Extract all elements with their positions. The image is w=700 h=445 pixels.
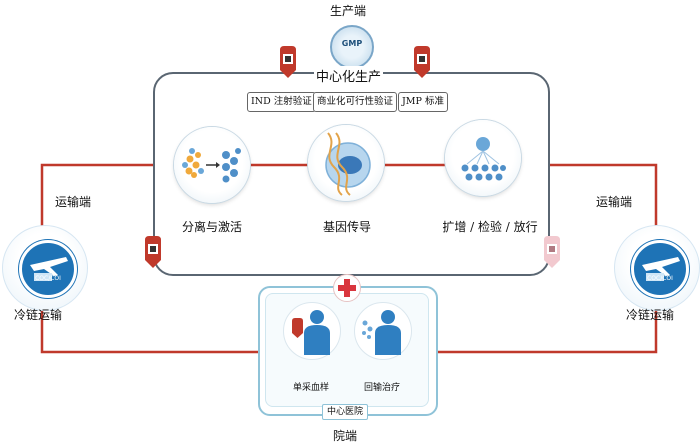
blood-bag-icon	[544, 236, 560, 268]
patient-icon	[292, 310, 330, 355]
coc-coi-text: COC/COI	[35, 275, 61, 282]
gmp-logo: GMP	[330, 25, 374, 69]
apheresis-circle	[283, 302, 341, 360]
flow-line-right-bottom	[434, 300, 658, 354]
blood-bag-icon	[145, 236, 161, 268]
cell-expansion-icon	[461, 137, 506, 181]
coc-coi-text: COC/COI	[647, 275, 673, 282]
stage-separation-activation: 分离与激活	[181, 220, 243, 234]
step-apheresis: 单采血样	[292, 383, 330, 393]
step-reinfusion: 回输治疗	[363, 383, 401, 393]
flow-line-left-bottom	[40, 300, 258, 354]
coc-coi-badge-left: COC/COI	[2, 225, 88, 311]
blood-bag-icon	[280, 46, 296, 78]
separation-activation-circle	[174, 127, 250, 203]
cold-chain-left-label: 冷链运输	[14, 308, 63, 322]
production-title: 中心化生产	[314, 66, 384, 85]
cold-chain-icon: COC/COI	[19, 240, 77, 298]
central-hospital-tag: 中心医院	[322, 404, 369, 420]
patient-icon	[362, 310, 401, 355]
reinfusion-circle	[354, 302, 412, 360]
cell-dna-icon	[325, 132, 371, 196]
cell-cluster-icon	[182, 148, 241, 183]
transport-right-label: 运输端	[596, 195, 633, 209]
gmp-logo-text: GMP	[341, 39, 363, 48]
production-end-label: 生产端	[330, 4, 367, 18]
cold-chain-right-label: 冷链运输	[626, 308, 675, 322]
medical-cross-icon	[333, 274, 361, 302]
coc-coi-badge-right: COC/COI	[614, 225, 700, 311]
gene-transduction-circle	[308, 125, 384, 201]
airplane-icon	[30, 257, 68, 281]
tag-commercial-validation: 商业化可行性验证	[313, 92, 398, 112]
transport-left-label: 运输端	[55, 195, 92, 209]
flow-line-right	[546, 163, 658, 230]
hospital-end-label: 院端	[333, 429, 358, 443]
cold-chain-icon: COC/COI	[631, 240, 689, 298]
stage-expansion-testing-release: 扩增 / 检验 / 放行	[442, 220, 538, 234]
airplane-icon	[642, 257, 680, 281]
expansion-circle	[445, 120, 521, 196]
tag-ind-validation: IND 注射验证	[247, 92, 316, 112]
flow-line-left	[40, 163, 160, 230]
blood-bag-icon	[414, 46, 430, 78]
stage-gene-transduction: 基因传导	[322, 220, 372, 234]
tag-jmp-standard: JMP 标准	[398, 92, 448, 112]
